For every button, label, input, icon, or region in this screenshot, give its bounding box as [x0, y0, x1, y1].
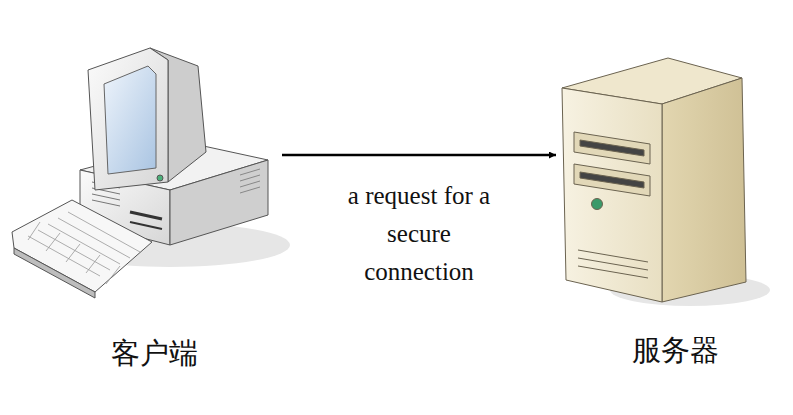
server-illustration — [562, 58, 770, 306]
edge-label: a request for a secure connection — [335, 177, 503, 291]
server-node: 服务器 — [556, 0, 786, 390]
client-node: 客户端 — [0, 0, 282, 390]
node-label: 服务器 — [575, 330, 775, 370]
computer-illustration — [12, 48, 290, 298]
request-arrow — [282, 154, 556, 157]
node-label: 客户端 — [54, 333, 254, 373]
